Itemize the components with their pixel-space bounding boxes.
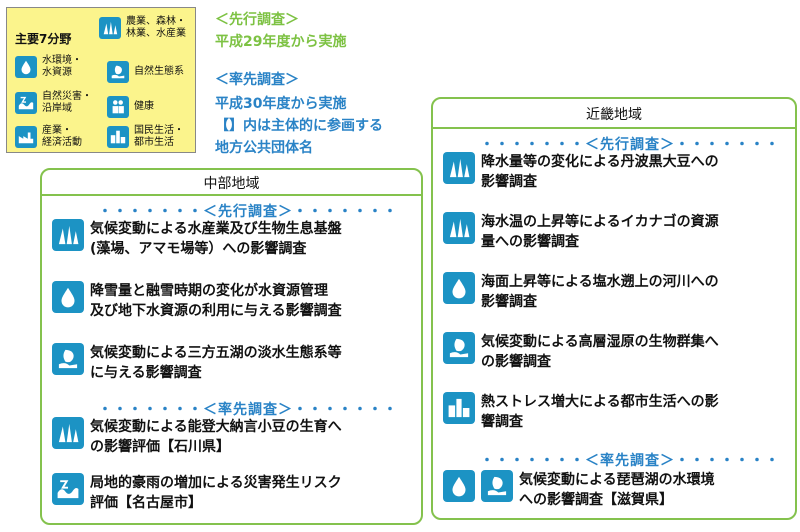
water-drop-icon — [15, 56, 37, 78]
legend-title: 主要7分野 — [15, 32, 72, 46]
factory-icon — [15, 126, 37, 148]
region-title: 中部地域 — [203, 176, 260, 192]
survey-item: 熱ストレス増大による都市生活への影 響調査 — [443, 392, 719, 432]
survey-item-text: 気候変動による高層湿原の生物群集へ の影響調査 — [481, 334, 719, 370]
lead-survey-heading: ・・・・・・・＜率先調査＞・・・・・・・ — [480, 453, 780, 469]
divider — [42, 194, 421, 196]
lead-survey-heading: ・・・・・・・＜率先調査＞・・・・・・・ — [98, 402, 398, 418]
survey-item: 降雪量と融雪時期の変化が水資源管理 及び地下水資源の利用に与える影響調査 — [52, 281, 342, 321]
leaf-hand-icon — [443, 332, 475, 364]
agriculture-icon — [443, 212, 475, 244]
survey-item: 気候変動による能登大納言小豆の生育へ の影響評価【石川県】 — [52, 417, 342, 457]
legend-item-ecosystem: 自然生態系 — [107, 61, 184, 83]
participant-note-2: 地方公共団体名 — [215, 140, 313, 156]
agriculture-icon — [52, 219, 84, 251]
legend-item-city: 国民生活・ 都市生活 — [107, 125, 184, 149]
divider — [433, 127, 795, 129]
agriculture-icon — [443, 152, 475, 184]
advance-survey-heading: ・・・・・・・＜先行調査＞・・・・・・・ — [480, 137, 780, 153]
survey-item-text: 海水温の上昇等によるイカナゴの資源 量への影響調査 — [481, 214, 719, 250]
legend-item-agriculture: 農業、森林・ 林業、水産業 — [99, 16, 186, 40]
legend-label: 自然生態系 — [134, 66, 184, 77]
survey-item-text: 海面上昇等による塩水遡上の河川への 影響調査 — [481, 274, 719, 310]
survey-item-text: 気候変動による能登大納言小豆の生育へ の影響評価【石川県】 — [90, 419, 342, 455]
survey-item: 局地的豪雨の増加による災害発生リスク 評価【名古屋市】 — [52, 473, 342, 513]
advance-survey-note: 平成29年度から実施 — [215, 34, 347, 50]
city-icon — [107, 126, 129, 148]
survey-item-text: 局地的豪雨の増加による災害発生リスク 評価【名古屋市】 — [90, 475, 342, 511]
legend-label: 国民生活・ 都市生活 — [134, 125, 184, 148]
water-drop-icon — [443, 470, 475, 502]
lead-survey-note: 平成30年度から実施 — [215, 96, 347, 112]
advance-survey-heading: ・・・・・・・＜先行調査＞・・・・・・・ — [98, 204, 398, 220]
survey-item-text: 降水量等の変化による丹波黒大豆への 影響調査 — [481, 154, 719, 190]
participant-note-1: 【】内は主体的に参画する — [215, 118, 383, 134]
legend-box: 主要7分野 農業、森林・ 林業、水産業 水環境・ 水資源 自然生態系 自然災害・… — [6, 7, 196, 153]
survey-item: 海面上昇等による塩水遡上の河川への 影響調査 — [443, 272, 719, 312]
leaf-hand-icon — [52, 343, 84, 375]
lead-survey-heading: ＜率先調査＞ — [215, 72, 299, 88]
water-drop-icon — [52, 281, 84, 313]
agriculture-icon — [52, 417, 84, 449]
legend-item-disaster: 自然災害・ 沿岸域 — [15, 91, 92, 115]
survey-item-text: 熱ストレス増大による都市生活への影 響調査 — [481, 394, 719, 430]
leaf-hand-icon — [107, 61, 129, 83]
survey-item-text: 気候変動による水産業及び生物生息基盤 (藻場、アマモ場等）への影響調査 — [90, 221, 342, 257]
survey-item: 気候変動による琵琶湖の水環境 への影響調査【滋賀県】 — [443, 470, 715, 510]
survey-item: 気候変動による水産業及び生物生息基盤 (藻場、アマモ場等）への影響調査 — [52, 219, 342, 259]
wave-disaster-icon — [52, 473, 84, 505]
survey-item-text: 気候変動による三方五湖の淡水生態系等 に与える影響調査 — [90, 345, 342, 381]
region-title: 近畿地域 — [586, 107, 642, 123]
legend-label: 健康 — [134, 101, 154, 112]
legend-label: 水環境・ 水資源 — [42, 55, 82, 78]
leaf-hand-icon — [481, 470, 513, 502]
wave-disaster-icon — [15, 92, 37, 114]
people-icon — [107, 96, 129, 118]
legend-item-industry: 産業・ 経済活動 — [15, 125, 82, 149]
legend-label: 農業、森林・ 林業、水産業 — [126, 16, 186, 39]
city-icon — [443, 392, 475, 424]
legend-item-health: 健康 — [107, 96, 154, 118]
legend-label: 産業・ 経済活動 — [42, 125, 82, 148]
legend-item-water: 水環境・ 水資源 — [15, 55, 82, 79]
kinki-region-panel: 近畿地域 ・・・・・・・＜先行調査＞・・・・・・・ 降水量等の変化による丹波黒大… — [431, 97, 797, 520]
water-drop-icon — [443, 272, 475, 304]
survey-item-text: 気候変動による琵琶湖の水環境 への影響調査【滋賀県】 — [519, 472, 715, 508]
survey-item: 海水温の上昇等によるイカナゴの資源 量への影響調査 — [443, 212, 719, 252]
legend-label: 自然災害・ 沿岸域 — [42, 91, 92, 114]
survey-item: 気候変動による高層湿原の生物群集へ の影響調査 — [443, 332, 719, 372]
survey-item: 気候変動による三方五湖の淡水生態系等 に与える影響調査 — [52, 343, 342, 383]
chubu-region-panel: 中部地域 ・・・・・・・＜先行調査＞・・・・・・・ 気候変動による水産業及び生物… — [40, 168, 423, 525]
agriculture-icon — [99, 17, 121, 39]
survey-item: 降水量等の変化による丹波黒大豆への 影響調査 — [443, 152, 719, 192]
advance-survey-heading: ＜先行調査＞ — [215, 12, 299, 28]
survey-item-text: 降雪量と融雪時期の変化が水資源管理 及び地下水資源の利用に与える影響調査 — [90, 283, 342, 319]
